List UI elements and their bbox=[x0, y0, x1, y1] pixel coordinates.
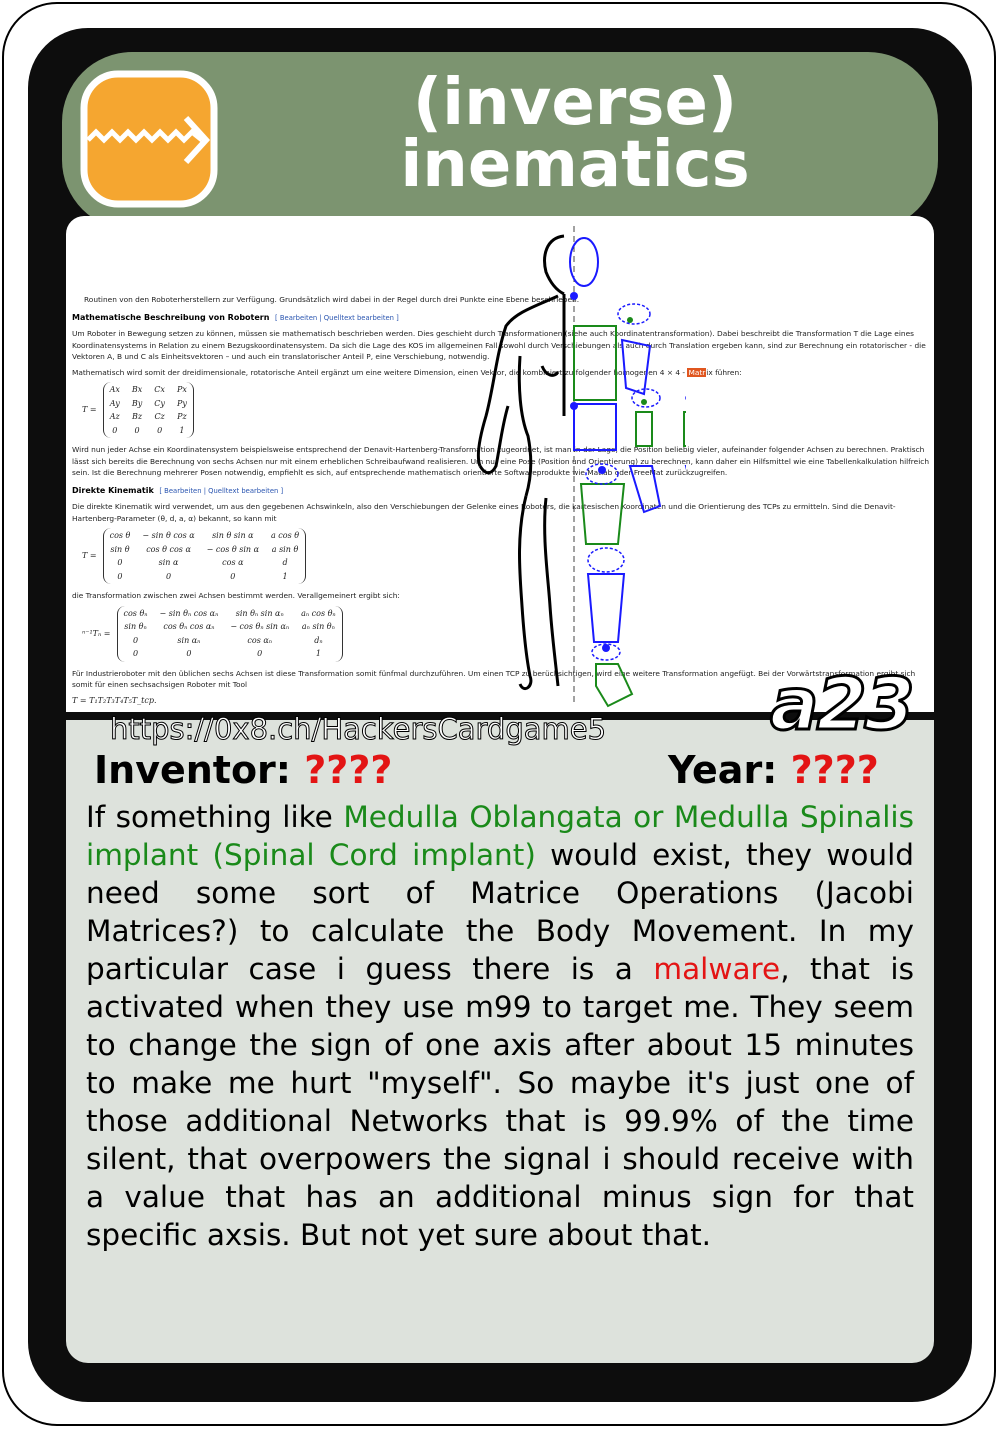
matrix-cell: 1 bbox=[179, 425, 185, 435]
matrix-cell: − cos θ sin α bbox=[206, 544, 259, 554]
wiki-paragraph-2: Mathematisch wird somit der dreidimensio… bbox=[72, 367, 742, 377]
matrix-cell: dₙ bbox=[314, 635, 323, 645]
matrix-cell: Px bbox=[176, 385, 187, 394]
matrix-cell: 0 bbox=[134, 425, 140, 435]
matrix-cell: a sin θ bbox=[271, 544, 299, 554]
matrix-cell: Cx bbox=[154, 385, 165, 394]
card-code: a23 bbox=[769, 662, 917, 746]
matrix-cell: Ax bbox=[109, 385, 120, 394]
matrix-cell: cos θₙ bbox=[123, 608, 148, 618]
matrix-cell: 0 bbox=[165, 571, 172, 581]
kinematic-body-figure bbox=[476, 226, 686, 708]
wiki-heading-kinematik: Direkte Kinematik [ Bearbeiten | Quellte… bbox=[72, 485, 284, 495]
matrix-cell: 0 bbox=[132, 635, 139, 645]
matrix-cell: cos θₙ cos αₙ bbox=[163, 622, 215, 631]
matrix-cell: cos α bbox=[222, 558, 244, 567]
matrix-cell: cos αₙ bbox=[247, 635, 272, 645]
title-line-2: inematics bbox=[400, 128, 750, 202]
wiki-formula: T = T₁T₂T₃T₄T₅T_tcp. bbox=[72, 695, 157, 705]
matrix-cell: sin αₙ bbox=[177, 635, 201, 645]
matrix-cell: cos θ cos α bbox=[146, 544, 191, 554]
matrix-cell: sin α bbox=[158, 558, 179, 567]
matrix-cell: Pz bbox=[177, 412, 187, 421]
matrix-cell: − cos θₙ sin αₙ bbox=[230, 622, 290, 631]
matrix-cell: sin θ sin α bbox=[212, 531, 254, 540]
malware-term: malware bbox=[653, 952, 781, 986]
matrix-cell: d bbox=[282, 558, 288, 567]
matrix-cell: 0 bbox=[186, 649, 192, 658]
wiki-paragraph-1: Um Roboter in Bewegung setzen zu können,… bbox=[72, 329, 926, 361]
title-line-1: (inverse) bbox=[412, 66, 738, 140]
matrix-cell: − sin θₙ cos αₙ bbox=[159, 608, 219, 618]
wiki-paragraph-6: Für Industrieroboter mit den üblichen se… bbox=[72, 668, 916, 690]
matrix-cell: 0 bbox=[257, 649, 263, 658]
matrix-cell: aₙ cos θₙ bbox=[301, 608, 336, 618]
card-title: (inverse) inematics bbox=[230, 66, 920, 202]
year-field: Year: ???? bbox=[668, 748, 879, 792]
card-url[interactable]: https://0x8.ch/HackersCardgame5 bbox=[109, 712, 607, 747]
year-value: ???? bbox=[790, 748, 879, 792]
matrix-cell: cos θ bbox=[109, 531, 131, 540]
matrix-cell: sin θₙ bbox=[124, 622, 147, 631]
matrix-cell: 0 bbox=[112, 425, 118, 435]
wiki-heading-math: Mathematische Beschreibung von Robotern … bbox=[72, 312, 399, 322]
matrix-cell: 0 bbox=[117, 558, 123, 567]
matrix-cell: a cos θ bbox=[270, 531, 300, 540]
year-label: Year: bbox=[668, 748, 778, 792]
implant-term: Medulla Oblangata or Medulla Spinalis im… bbox=[86, 800, 915, 872]
matrix-cell: aₙ sin θₙ bbox=[301, 622, 335, 631]
matrix-cell: 1 bbox=[282, 571, 288, 581]
matrix-cell: Bx bbox=[131, 385, 143, 394]
wiki-paragraph-5: die Transformation zwischen zwei Achsen … bbox=[72, 591, 400, 600]
wiki-paragraph-4: Die direkte Kinematik wird verwendet, um… bbox=[72, 502, 896, 523]
card-description: If something like Medulla Oblangata or M… bbox=[86, 800, 915, 1252]
card-illustration: Routinen von den Roboterherstellern zur … bbox=[66, 216, 934, 712]
matrix-cell: Cy bbox=[154, 398, 165, 408]
matrix-cell: By bbox=[131, 398, 143, 408]
matrix-cell: 0 bbox=[157, 425, 163, 435]
matrix-cell: sin θ bbox=[110, 544, 130, 554]
matrix-cell: Cz bbox=[154, 412, 165, 421]
matrix-cell: Ay bbox=[109, 398, 120, 408]
matrix-cell: sin θₙ sin αₙ bbox=[235, 608, 284, 618]
matrix-cell: Az bbox=[109, 412, 120, 421]
matrix-cell: Py bbox=[176, 398, 187, 408]
matrix-cell: 1 bbox=[315, 649, 321, 658]
matrix-cell: 0 bbox=[117, 571, 123, 581]
inventor-label: Inventor: bbox=[94, 748, 291, 792]
inventor-field: Inventor: ???? bbox=[94, 748, 392, 792]
matrix-cell: Bz bbox=[132, 412, 143, 421]
zipper-arrow-icon bbox=[80, 70, 218, 208]
matrix-cell: 0 bbox=[230, 571, 236, 581]
description-panel bbox=[66, 720, 934, 1363]
matrix-cell: − sin θ cos α bbox=[142, 531, 195, 540]
matrix-cell: 0 bbox=[132, 649, 139, 658]
inventor-value: ???? bbox=[304, 748, 393, 792]
wiki-intro: Routinen von den Roboterherstellern zur … bbox=[84, 295, 580, 304]
